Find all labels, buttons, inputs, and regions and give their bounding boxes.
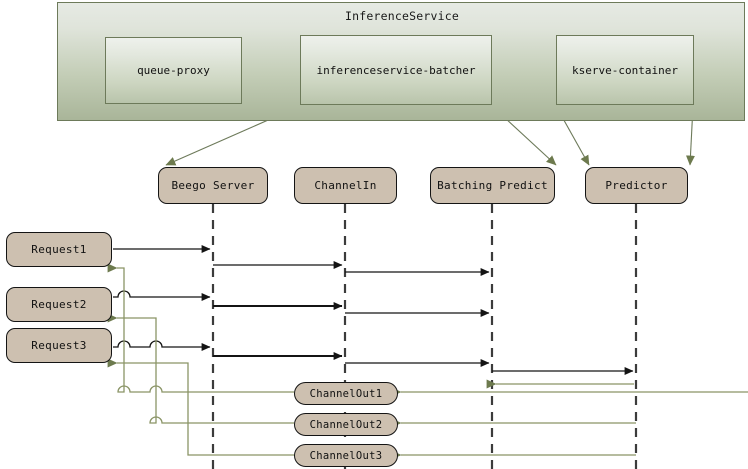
arrow-channelout2-request2: [107, 313, 294, 424]
request-box-1[interactable]: Request1: [6, 232, 112, 267]
return-arrows: [107, 263, 748, 460]
node-kserve-container[interactable]: kserve-container: [556, 35, 694, 105]
inferenceservice-title: InferenceService: [345, 9, 459, 23]
arrow-channelout1-request1: [107, 263, 294, 393]
participant-channelin[interactable]: ChannelIn: [294, 167, 397, 204]
request-box-2[interactable]: Request2: [6, 287, 112, 322]
arrow-request3-beego: [113, 340, 211, 351]
call-arrows: [113, 245, 634, 375]
node-inferenceservice-batcher[interactable]: inferenceservice-batcher: [300, 35, 492, 105]
lifelines: [211, 204, 638, 469]
participant-batching-predict[interactable]: Batching Predict: [430, 167, 555, 204]
node-queue-proxy[interactable]: queue-proxy: [105, 37, 242, 104]
channelout-box-1[interactable]: ChannelOut1: [294, 382, 398, 405]
arrow-channelout3-request3: [107, 358, 294, 456]
participant-predictor[interactable]: Predictor: [585, 167, 688, 204]
request-box-3[interactable]: Request3: [6, 328, 112, 363]
participant-beego-server[interactable]: Beego Server: [158, 167, 268, 204]
arrow-request2-beego: [113, 290, 211, 301]
channelout-box-3[interactable]: ChannelOut3: [294, 444, 398, 467]
channelout-box-2[interactable]: ChannelOut2: [294, 413, 398, 436]
